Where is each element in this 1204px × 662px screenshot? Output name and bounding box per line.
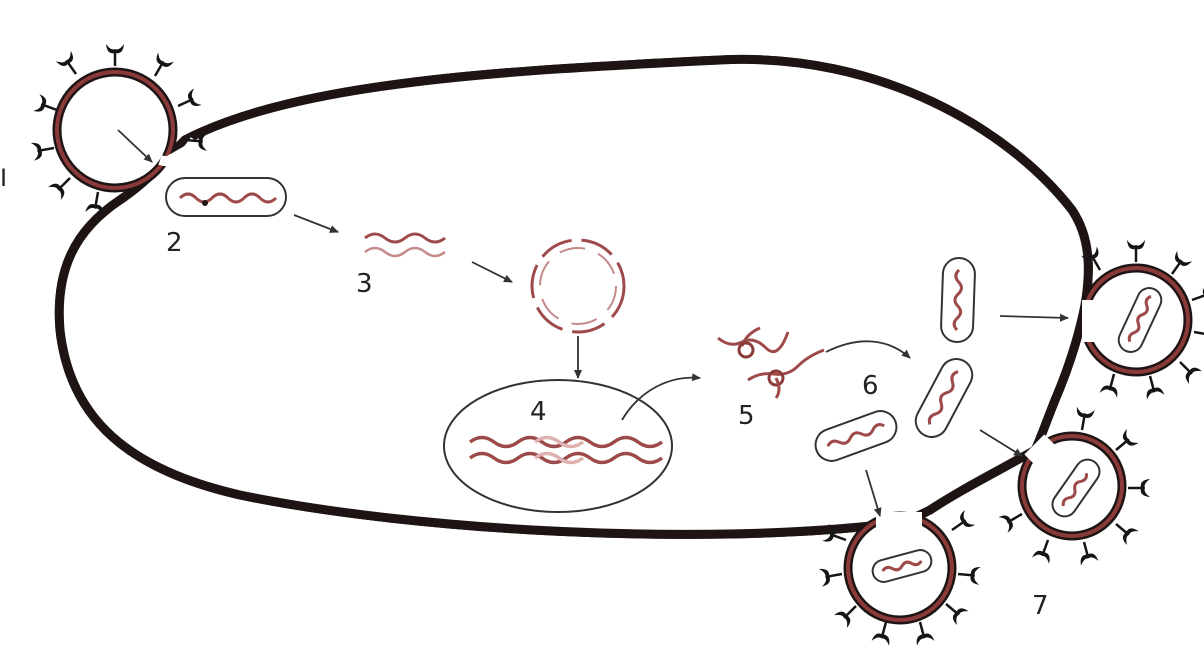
- step-label-6: 6: [862, 371, 879, 401]
- step-2-capsule: [166, 178, 286, 216]
- step-label-4: 4: [530, 397, 547, 427]
- budding-virion-right: [1081, 240, 1204, 400]
- step-label-5: 5: [738, 401, 755, 431]
- step-label-2: 2: [166, 228, 183, 258]
- step-label-7: 7: [1032, 591, 1049, 621]
- step-label-3: 3: [356, 269, 373, 299]
- left-edge-mark: I: [0, 164, 7, 192]
